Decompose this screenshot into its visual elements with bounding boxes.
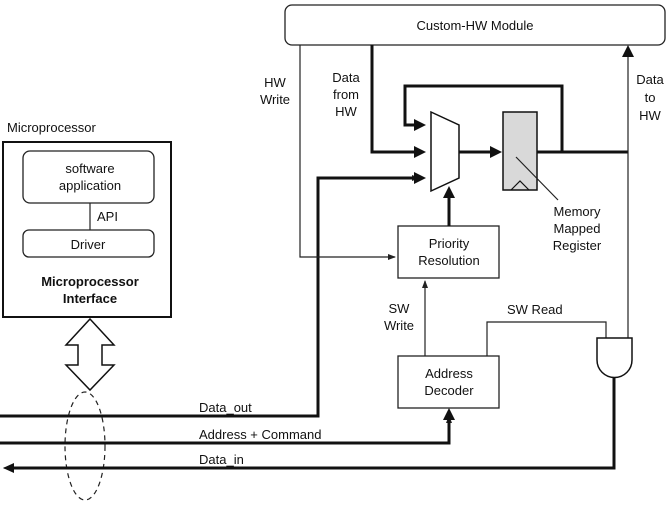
- data-to-hw-line2: to: [645, 90, 656, 105]
- api-label: API: [97, 209, 118, 224]
- bidirectional-arrow-icon: [64, 317, 116, 392]
- driver-label: Driver: [71, 237, 106, 252]
- and-gate: [596, 337, 633, 379]
- microprocessor-interface-line1: Microprocessor: [41, 274, 139, 289]
- address-command-label: Address + Command: [199, 427, 321, 442]
- data-out-label: Data_out: [199, 400, 252, 415]
- custom-hw-module: Custom-HW Module: [284, 4, 666, 46]
- multiplexer: [430, 110, 460, 193]
- software-application-line2: application: [59, 178, 121, 193]
- bus-ellipse: [64, 391, 106, 501]
- data-to-hw-arrowhead: [622, 45, 634, 57]
- priority-resolution-box: Priority Resolution: [397, 225, 500, 279]
- data-in-label: Data_in: [199, 452, 244, 467]
- priority-resolution-line2: Resolution: [418, 253, 479, 268]
- driver-box: [22, 229, 155, 258]
- sw-write-line1: SW: [389, 301, 411, 316]
- microprocessor-interface-line2: Interface: [63, 291, 117, 306]
- data-in-arrowhead: [3, 463, 14, 473]
- data-from-hw-line1: Data: [332, 70, 360, 85]
- mux-to-register-arrowhead: [490, 146, 502, 158]
- data-to-hw-line1: Data: [636, 72, 664, 87]
- data-out-bus: [0, 176, 416, 418]
- feedback-loop-bus: [403, 84, 564, 152]
- data-out-arrowhead: [414, 172, 426, 184]
- clock-triangle-icon: [510, 180, 530, 191]
- address-command-arrowhead: [443, 408, 455, 420]
- memory-mapped-register-line3: Register: [553, 238, 602, 253]
- priority-to-mux-arrowhead: [443, 186, 455, 198]
- data-in-line: [3, 377, 615, 471]
- data-from-hw-bus: [370, 45, 416, 154]
- register-pointer-line: [515, 156, 559, 201]
- microprocessor-box: software application API Driver Micropro…: [2, 141, 172, 318]
- memory-mapped-register-line1: Memory: [554, 204, 601, 219]
- data-in-bus: [8, 377, 616, 470]
- memory-mapped-register: [502, 111, 538, 191]
- software-application-line1: software: [65, 161, 114, 176]
- hw-write-line: [299, 45, 396, 260]
- address-decoder-line2: Decoder: [424, 383, 474, 398]
- data-from-hw-line3: HW: [335, 104, 357, 119]
- microprocessor-label: Microprocessor: [7, 120, 97, 135]
- priority-resolution-line1: Priority: [429, 236, 470, 251]
- feedback-loop-arrowhead: [414, 119, 426, 131]
- address-decoder-line1: Address: [425, 366, 473, 381]
- address-command-bus: [0, 418, 451, 445]
- data-to-hw-line3: HW: [639, 108, 661, 123]
- custom-hw-module-label: Custom-HW Module: [416, 18, 533, 33]
- sw-write-line2: Write: [384, 318, 414, 333]
- hw-write-line1: HW: [264, 75, 286, 90]
- hw-write-line2: Write: [260, 92, 290, 107]
- sw-read-line: [486, 321, 607, 356]
- memory-mapped-register-line2: Mapped: [554, 221, 601, 236]
- sw-read-label: SW Read: [507, 302, 563, 317]
- address-decoder-box: Address Decoder: [397, 355, 500, 409]
- data-from-hw-line2: from: [333, 87, 359, 102]
- software-application-box: [22, 150, 155, 204]
- data-from-hw-arrowhead: [414, 146, 426, 158]
